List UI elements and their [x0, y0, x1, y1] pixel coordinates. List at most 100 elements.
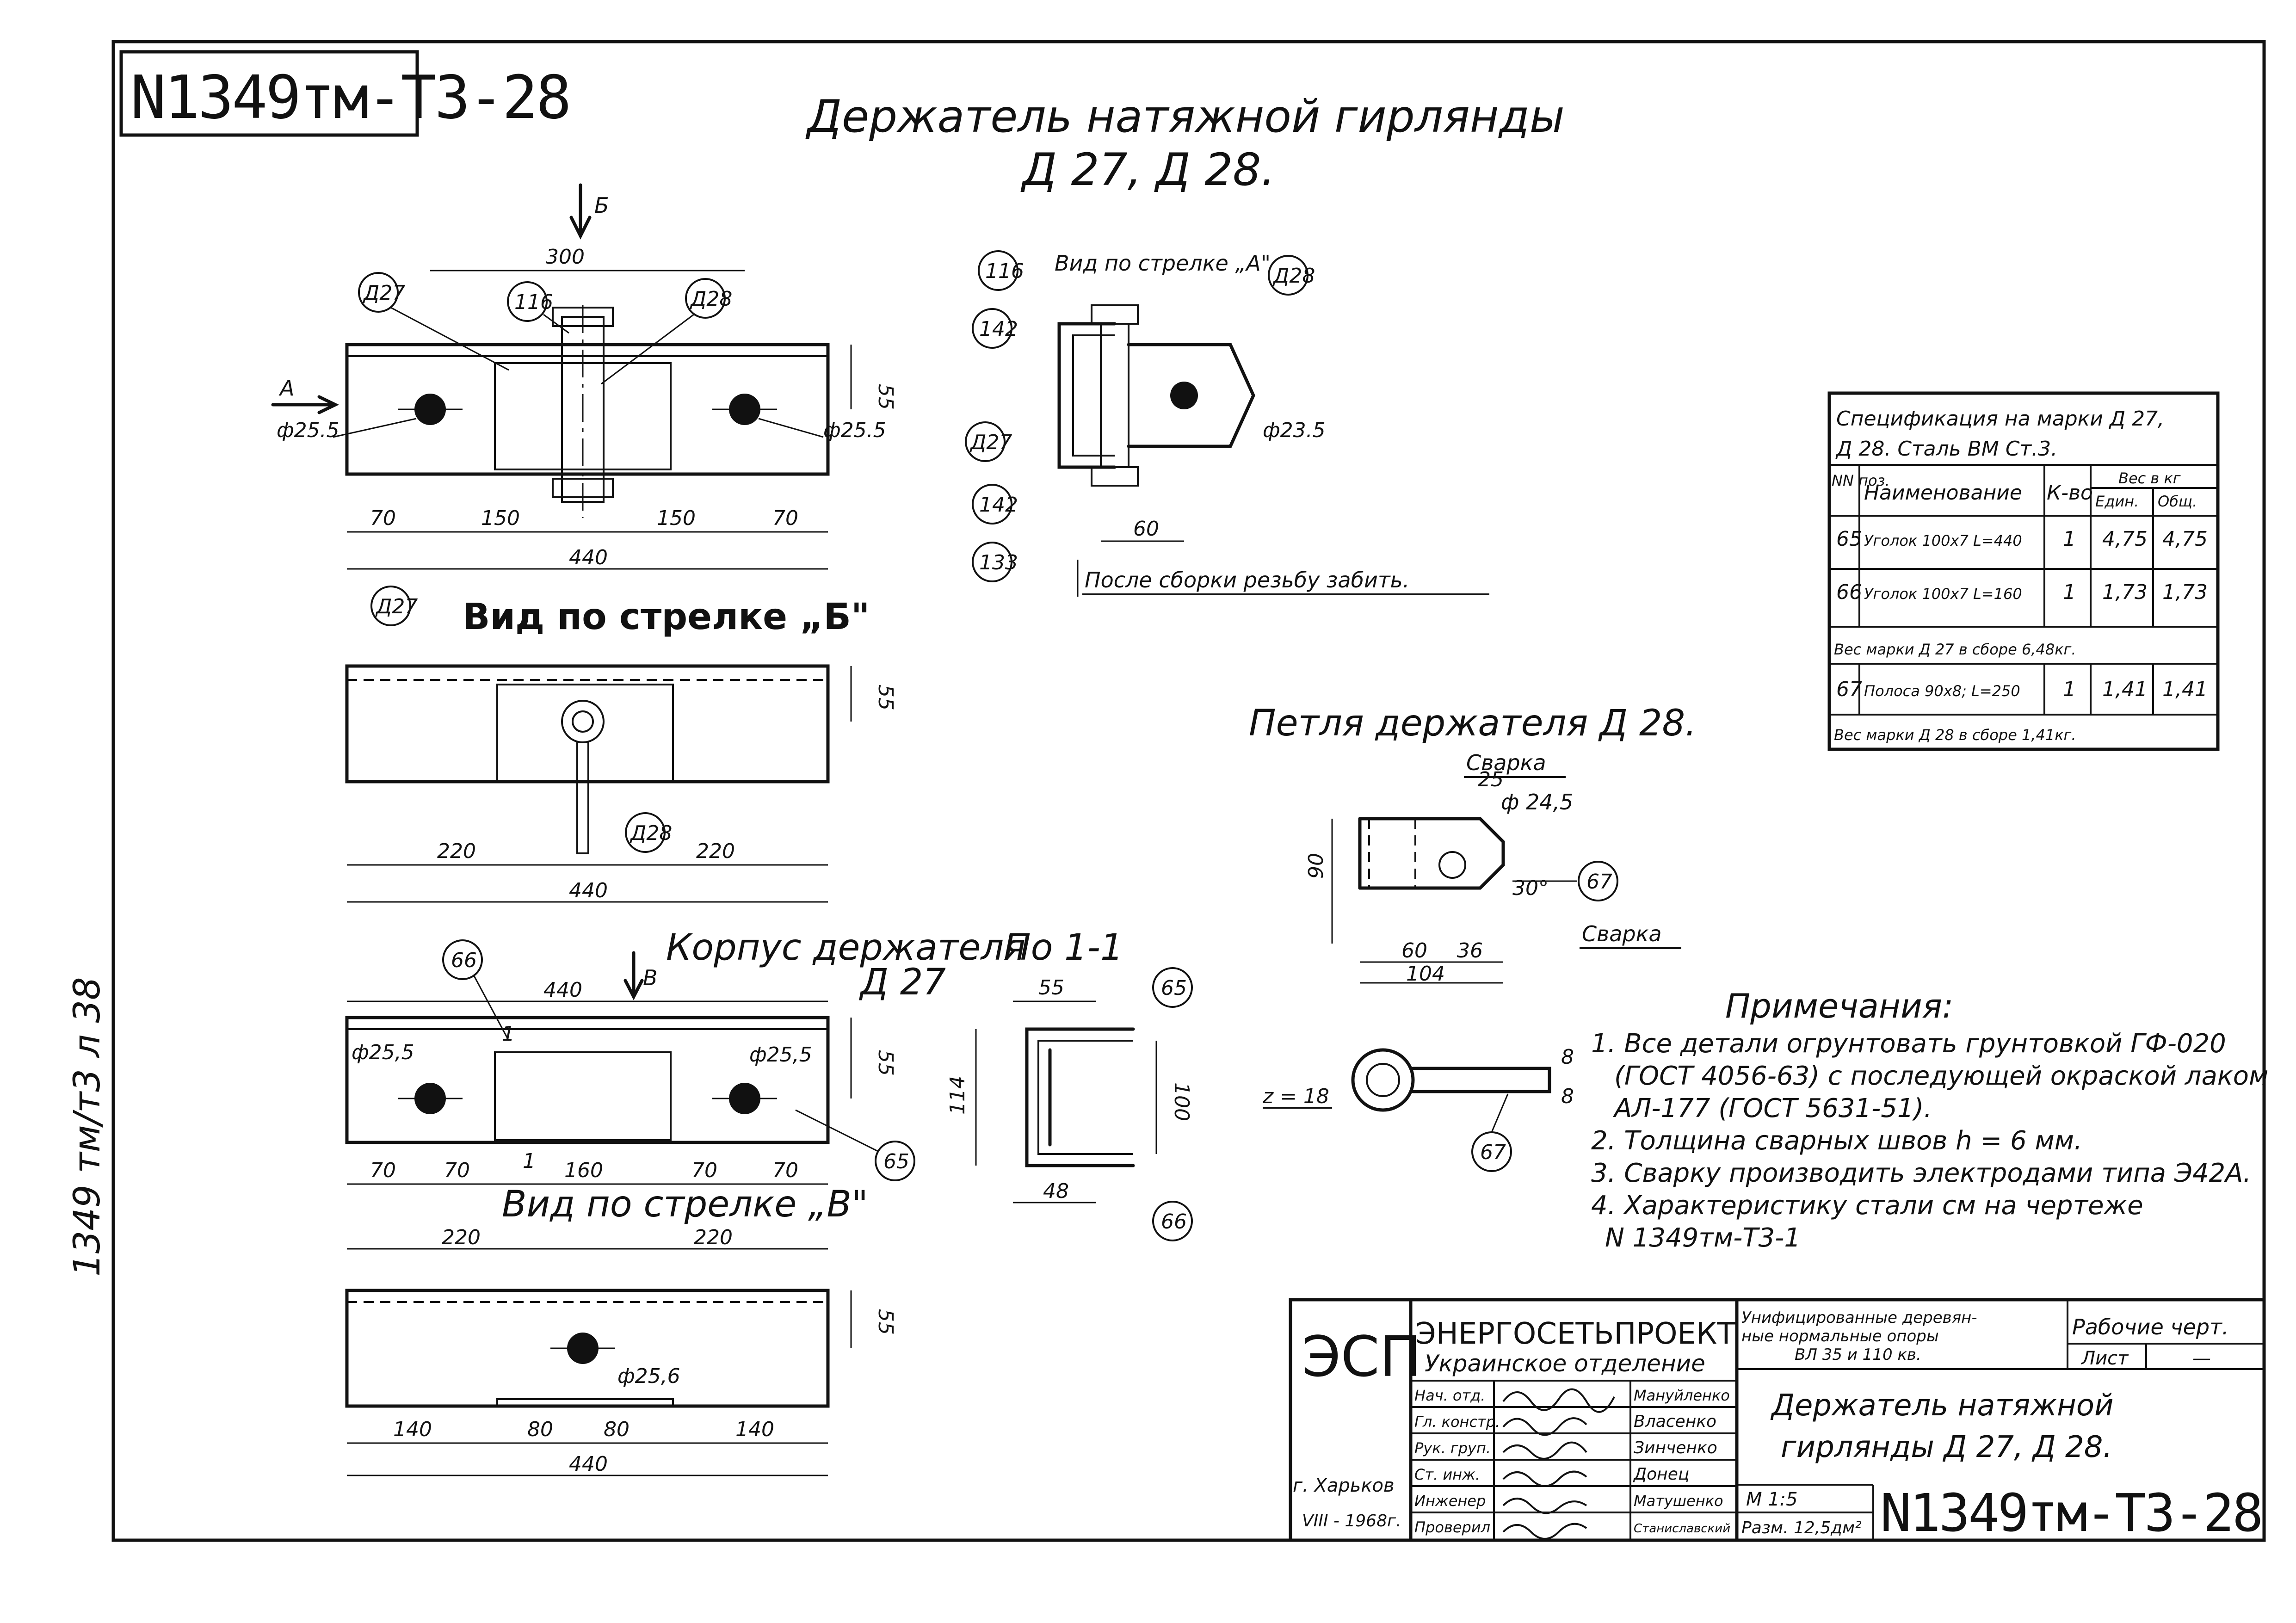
stamp-project-2: ные нормальные опоры	[1741, 1327, 1939, 1345]
bolt-head	[552, 307, 614, 327]
callout-116-a	[978, 250, 1018, 291]
sec-dim-48: 48	[1043, 1179, 1069, 1203]
callout-142-a2-text: 142	[979, 493, 1018, 517]
stamp-size: Разм. 12,5дм²	[1741, 1518, 1862, 1537]
arrow-v-label: В	[643, 965, 658, 990]
spec-border	[1827, 391, 2220, 751]
spec-row-2-total: 1,41	[2162, 678, 2208, 701]
stamp-name-2: Зинченко	[1634, 1438, 1717, 1457]
callout-66-sec-text: 66	[1161, 1210, 1187, 1234]
view-b-dim-220-left: 220	[437, 839, 476, 863]
stamp-role-5: Проверил	[1414, 1518, 1490, 1536]
angle-plate	[345, 343, 830, 476]
loop-dim-104: 104	[1406, 962, 1445, 986]
dim-150-left: 150	[481, 506, 520, 530]
note-line-4: 3. Сварку производить электродами типа Э…	[1591, 1158, 2251, 1188]
body-plate	[345, 1016, 830, 1144]
body-insert	[494, 1051, 672, 1141]
dim-55: 55	[874, 384, 897, 410]
view-b-dim-220-right: 220	[696, 839, 735, 863]
signature-3	[1502, 1470, 1587, 1487]
view-v-dim-220-left: 220	[442, 1226, 481, 1249]
stamp-project-3: ВЛ 35 и 110 кв.	[1795, 1345, 1921, 1364]
view-arrow-a: Вид по стрелке „А" 116 142 Д28 Д27 142 1…	[965, 250, 1489, 597]
stamp-project-1: Унифицированные деревян-	[1741, 1308, 1977, 1327]
signature-4	[1502, 1498, 1587, 1514]
hole-left	[414, 394, 446, 425]
loop-side-eye	[1351, 1048, 1415, 1112]
drawing-title: Держатель натяжной гирлянды	[805, 91, 1565, 142]
body-hole-right	[729, 1083, 760, 1114]
dim-440-top: 440	[569, 546, 608, 569]
arrow-a-label: А	[278, 376, 294, 401]
callout-d28-a-text: Д28	[1272, 264, 1315, 288]
body-mark: Д 27	[859, 962, 946, 1003]
view-a-bolt-head	[1091, 304, 1139, 325]
dim-phi-left: ф25.5	[277, 419, 339, 442]
callout-133-text: 133	[979, 551, 1018, 574]
stamp-dept: Украинское отделение	[1425, 1350, 1705, 1377]
stamp-name-4: Матушенко	[1634, 1492, 1723, 1510]
view-arrow-v: Вид по стрелке „В" 220 220 ф25,6 55 140 …	[345, 1184, 897, 1476]
bolt-nut	[552, 478, 614, 498]
loop-z: z = 18	[1262, 1085, 1329, 1108]
callout-d28-a	[1268, 255, 1308, 296]
view-v-dim-220-right: 220	[694, 1226, 733, 1249]
sec-dim-55: 55	[1038, 976, 1064, 1000]
spec-row-1-total: 1,73	[2162, 580, 2208, 604]
spec-row-1-pos: 66	[1836, 580, 1862, 604]
spec-h-total: Общ.	[2158, 493, 2197, 510]
dim-300: 300	[546, 245, 585, 269]
callout-d28-b	[625, 812, 666, 853]
callout-d27-b	[370, 586, 411, 626]
spec-title-1: Спецификация на марки Д 27,	[1836, 407, 2164, 431]
body-hole-left	[414, 1083, 446, 1114]
arrow-b-head	[569, 216, 592, 240]
spec-row-1-qty: 1	[2063, 580, 2076, 604]
stamp-name-3: Донец	[1633, 1465, 1689, 1484]
callout-116	[507, 281, 548, 322]
notes-heading: Примечания:	[1725, 987, 1953, 1025]
body-dim-phi-right: ф25,5	[749, 1043, 812, 1067]
callout-116-a-text: 116	[985, 259, 1024, 283]
callout-65-text: 65	[883, 1150, 909, 1173]
section-mark-bottom: 1	[523, 1149, 536, 1173]
view-v-dim-80-left: 80	[527, 1418, 553, 1441]
drawing-number-top: N1349тм-Т3-28	[130, 63, 570, 132]
view-b-dim-55: 55	[874, 685, 897, 710]
callout-133	[972, 542, 1012, 582]
leader-d28	[601, 314, 694, 385]
view-a-bolt	[1100, 323, 1129, 468]
hole-right	[729, 394, 760, 425]
loop-dim-8-bottom: 8	[1561, 1085, 1574, 1108]
loop-shape	[1358, 817, 1505, 890]
view-v-caption: Вид по стрелке „В"	[502, 1184, 868, 1225]
view-b-caption: Вид по стрелке „Б"	[463, 596, 870, 638]
signature-1	[1502, 1417, 1587, 1436]
section-mark-top: 1	[502, 1022, 515, 1046]
leader-d27	[390, 307, 509, 371]
callout-66-text: 66	[451, 949, 477, 972]
section-title: По 1-1	[1004, 927, 1123, 969]
loop-dim-30: 30°	[1512, 876, 1549, 900]
spec-h-unit: Един.	[2095, 493, 2139, 510]
dim-70-left: 70	[370, 506, 396, 530]
drawing-subtitle: Д 27, Д 28.	[1020, 144, 1275, 196]
view-a-caption: Вид по стрелке „А"	[1055, 251, 1271, 276]
body-dim-160: 160	[564, 1159, 603, 1182]
sec-angle-inner	[1037, 1040, 1133, 1155]
callout-d27-b-text: Д27	[375, 595, 418, 618]
leader-phi-right	[758, 418, 824, 438]
callout-116-text: 116	[514, 290, 553, 314]
stamp-name-0: Мануйленко	[1634, 1387, 1730, 1404]
stamp-org: ЭНЕРГОСЕТЬПРОЕКТ	[1415, 1317, 1735, 1351]
drawing-number-stamp: N1349тм-Т3-28	[1880, 1483, 2262, 1543]
view-v-dim-440: 440	[569, 1452, 608, 1476]
leader-67-side	[1491, 1093, 1509, 1133]
loop-dim-60: 60	[1401, 939, 1427, 963]
stamp-sheet-label: Лист	[2080, 1348, 2129, 1369]
leader-65	[795, 1109, 879, 1153]
dim-150-right: 150	[657, 506, 696, 530]
stamp-role-2: Рук. груп.	[1414, 1439, 1491, 1457]
loop-side-eye-inner	[1366, 1063, 1400, 1097]
